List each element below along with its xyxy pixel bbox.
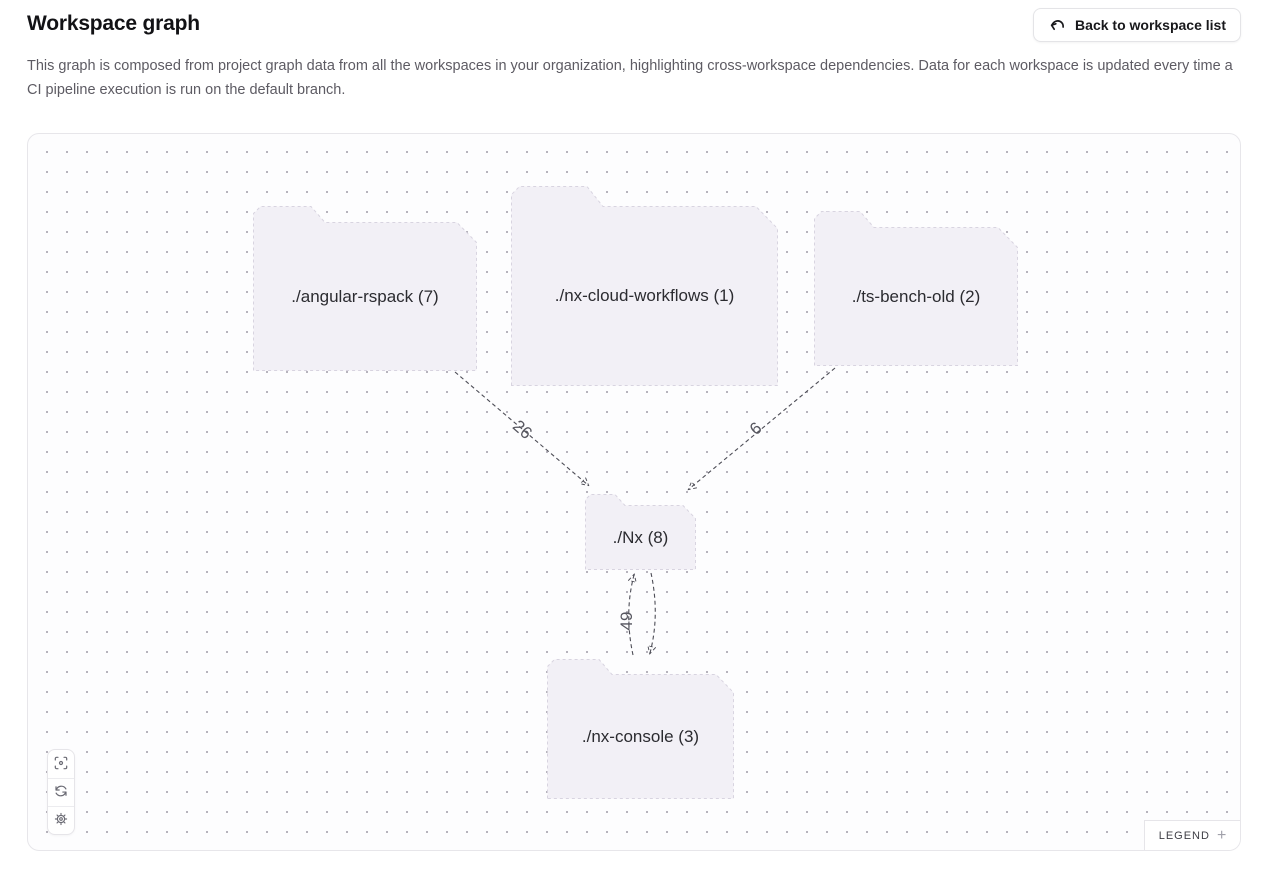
workspace-node-label: ./nx-cloud-workflows (1) <box>554 286 735 305</box>
back-to-workspace-list-button[interactable]: Back to workspace list <box>1033 8 1241 42</box>
graph-settings-button[interactable] <box>48 806 74 834</box>
legend-toggle[interactable]: LEGEND + <box>1144 820 1240 850</box>
gear-icon <box>54 812 68 829</box>
workspace-graph-canvas[interactable]: ./angular-rspack (7) ./nx-cloud-workflow… <box>27 133 1241 851</box>
back-button-label: Back to workspace list <box>1075 17 1226 33</box>
workspace-node-angular-rspack[interactable]: ./angular-rspack (7) <box>253 206 477 371</box>
arrow-back-icon <box>1048 16 1066 34</box>
workspace-node-nx-console[interactable]: ./nx-console (3) <box>547 659 734 799</box>
center-view-button[interactable] <box>48 750 74 778</box>
edge-nx-console-to-nx <box>629 575 634 656</box>
workspace-node-nx-cloud-workflows[interactable]: ./nx-cloud-workflows (1) <box>511 186 778 386</box>
graph-controls <box>47 749 75 835</box>
refresh-graph-button[interactable] <box>48 778 74 806</box>
folder-icon <box>814 211 1018 366</box>
page-description: This graph is composed from project grap… <box>27 58 1233 98</box>
workspace-node-ts-bench-old[interactable]: ./ts-bench-old (2) <box>814 211 1018 366</box>
plus-icon: + <box>1216 826 1227 844</box>
edge-ts-bench-old-to-nx <box>689 367 836 489</box>
dependency-edges <box>454 367 836 851</box>
legend-label: LEGEND <box>1158 829 1210 842</box>
folder-icon <box>253 206 477 371</box>
workspace-node-label: ./angular-rspack (7) <box>291 286 439 306</box>
workspace-node-label: ./Nx (8) <box>612 527 669 547</box>
workspace-node-nx[interactable]: ./Nx (8) <box>585 494 696 570</box>
workspace-node-label: ./nx-console (3) <box>581 726 700 746</box>
edge-count-label: 49 <box>617 611 636 631</box>
focus-center-icon <box>54 756 68 773</box>
edge-nx-to-nx-console <box>650 572 655 653</box>
workspace-node-label: ./ts-bench-old (2) <box>851 286 981 306</box>
folder-icon <box>511 186 778 386</box>
folder-icon <box>547 659 734 799</box>
edge-angular-rspack-to-nx <box>454 371 588 485</box>
page-title: Workspace graph <box>27 12 200 35</box>
folder-icon <box>585 494 696 570</box>
refresh-icon <box>54 784 68 801</box>
